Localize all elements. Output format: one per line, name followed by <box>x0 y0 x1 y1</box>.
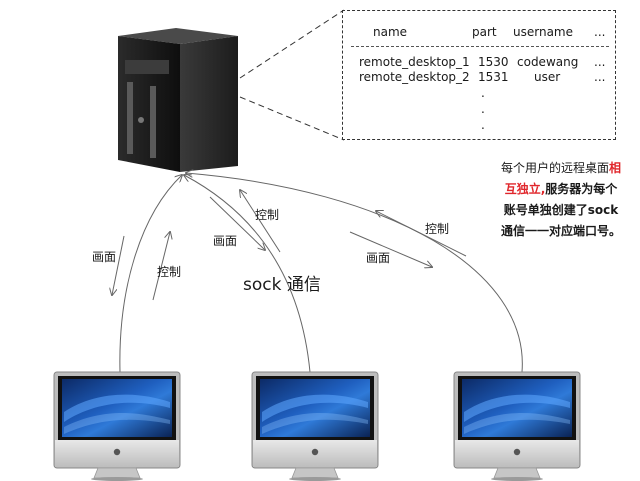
continuation-dot-2: . <box>481 102 485 116</box>
row2-more: ... <box>594 70 606 84</box>
client-computer-middle-icon <box>251 371 379 481</box>
row1-username: codewang <box>517 55 579 69</box>
row1-more: ... <box>594 55 606 69</box>
col-header-part: part <box>472 25 497 39</box>
label-screen-right: 画面 <box>366 251 391 265</box>
server-tower-icon <box>118 28 238 172</box>
arrow-screen-right <box>349 231 432 267</box>
row1-name: remote_desktop_1 <box>359 55 470 69</box>
note-part-3: 服务器为每个账号单独创建了sock通信一一对应端口号。 <box>500 182 621 238</box>
connection-curve-left <box>119 175 182 373</box>
callout-line-bottom <box>239 96 345 141</box>
row1-part: 1530 <box>478 55 509 69</box>
arrow-control-right <box>376 211 467 257</box>
continuation-dot-1: . <box>481 86 485 100</box>
label-screen-middle: 画面 <box>213 234 238 248</box>
col-header-more: ... <box>594 25 606 39</box>
connection-curve-right <box>186 173 523 373</box>
arrow-control-middle <box>240 190 281 253</box>
continuation-dot-3: . <box>481 118 485 132</box>
session-table: name part username ... remote_desktop_1 … <box>342 10 616 140</box>
header-divider <box>351 46 609 47</box>
note-part-1: 每个用户的远程桌面 <box>500 161 609 175</box>
arrow-screen-left <box>112 235 125 295</box>
connection-curve-middle <box>184 175 311 373</box>
col-header-name: name <box>373 25 408 39</box>
note-part-2-highlight: 相互独立, <box>504 161 622 196</box>
label-screen-left: 画面 <box>92 250 117 264</box>
label-sock-communication: sock 通信 <box>243 275 321 295</box>
label-control-right: 控制 <box>425 222 450 236</box>
client-computer-left-icon <box>53 371 181 481</box>
arrow-control-left <box>152 232 170 301</box>
row2-name: remote_desktop_2 <box>359 70 470 84</box>
callout-line-top <box>239 9 345 79</box>
row2-username: user <box>534 70 561 84</box>
col-header-username: username <box>513 25 573 39</box>
label-control-middle: 控制 <box>255 208 280 222</box>
row2-part: 1531 <box>478 70 509 84</box>
client-computer-right-icon <box>453 371 581 481</box>
explanation-note: 每个用户的远程桌面相互独立,服务器为每个账号单独创建了sock通信一一对应端口号… <box>500 158 622 242</box>
label-control-left: 控制 <box>157 265 182 279</box>
arrow-screen-middle <box>209 196 265 250</box>
